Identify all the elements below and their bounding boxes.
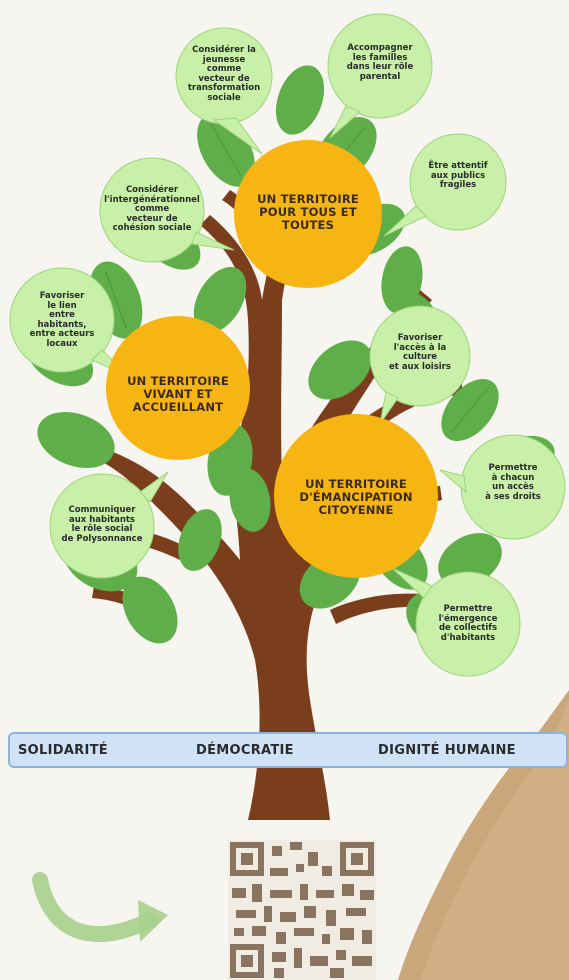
bubble-intergen-text: Considérer l'intergénérationnel comme ve… bbox=[104, 185, 200, 234]
bubble-culture-text: Favoriser l'accès à la culture et aux lo… bbox=[389, 333, 451, 372]
circle-left bbox=[106, 316, 250, 460]
bubble-droits bbox=[439, 434, 566, 540]
circle-left-label: UN TERRITOIRE VIVANT ET ACCUEILLANT bbox=[127, 374, 229, 414]
bubble-familles-text: Accompagner les familles dans leur rôle … bbox=[346, 43, 414, 82]
value-dignite: DIGNITÉ HUMAINE bbox=[378, 743, 516, 758]
values-bar: SOLIDARITÉ DÉMOCRATIE DIGNITÉ HUMAINE bbox=[8, 732, 568, 768]
bubble-lien-text: Favoriser le lien entre habitants, entre… bbox=[29, 291, 95, 349]
circle-top-label: UN TERRITOIRE POUR TOUS ET TOUTES bbox=[257, 192, 359, 232]
bubble-jeunesse bbox=[175, 27, 273, 155]
bubble-fragiles bbox=[383, 133, 507, 237]
bubble-fragiles-text: Être attentif aux publics fragiles bbox=[428, 161, 488, 191]
qr-code bbox=[228, 840, 376, 980]
bubble-collectifs bbox=[391, 567, 521, 677]
bubble-communiquer bbox=[49, 471, 169, 579]
bubble-communiquer-text: Communiquer aux habitants le rôle social… bbox=[61, 505, 143, 544]
circle-right bbox=[274, 414, 438, 578]
bubble-collectifs-text: Permettre l'émergence de collectifs d'ha… bbox=[438, 604, 498, 643]
speech-bubbles bbox=[9, 13, 566, 677]
circle-right-label: UN TERRITOIRE D'ÉMANCIPATION CITOYENNE bbox=[299, 477, 413, 517]
value-democratie: DÉMOCRATIE bbox=[196, 743, 294, 758]
value-solidarite: SOLIDARITÉ bbox=[18, 743, 108, 758]
green-arrow-icon bbox=[32, 872, 158, 943]
bubble-intergen bbox=[99, 157, 235, 263]
bubble-jeunesse-text: Considérer la jeunesse comme vecteur de … bbox=[187, 45, 261, 103]
bubble-familles bbox=[327, 13, 433, 139]
bubble-culture bbox=[369, 305, 471, 425]
circle-top bbox=[234, 140, 382, 288]
main-circles bbox=[106, 140, 438, 578]
bubble-droits-text: Permettre à chacun un accès à ses droits bbox=[485, 463, 541, 502]
arrow-head bbox=[138, 900, 168, 942]
